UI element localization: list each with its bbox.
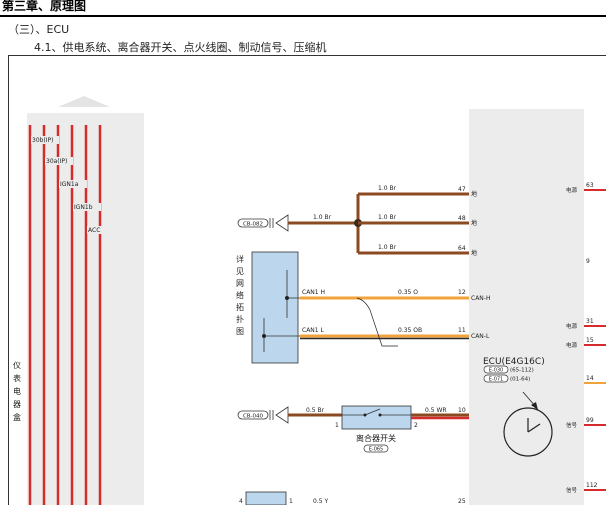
can-box-label-char: 拓 xyxy=(236,302,244,312)
left-panel-line-label: IGN1a xyxy=(60,181,79,188)
left-panel-line-label: 30a(IP) xyxy=(46,158,67,165)
ecu-name: ECU(E4G16C) xyxy=(483,357,545,367)
bottom-pin-right: 1 xyxy=(289,498,293,505)
clutch-pin-out: 10 xyxy=(458,407,466,414)
can-line-signal: CAN-H xyxy=(471,295,490,302)
ground-connector-label: CB-082 xyxy=(243,222,263,228)
ground-wire-pin: 47 xyxy=(458,186,466,193)
ground-wire-suffix: 地 xyxy=(471,190,477,198)
clutch-pin-left: 1 xyxy=(335,422,339,429)
left-panel-line-label: 30b(IP) xyxy=(32,137,54,144)
clutch-switch-box xyxy=(341,405,412,430)
ground-wire-spec: 1.0 Br xyxy=(378,214,397,221)
clutch-label: 离合器开关 xyxy=(356,433,396,443)
left-panel-title-char: 表 xyxy=(13,373,21,383)
can-box-label-char: 见 xyxy=(236,267,244,276)
ground-wires: 1.0 Br 47 地 1.0 Br 48 地 1.0 Br 64 地 xyxy=(358,185,477,257)
ecu-clock-icon xyxy=(503,407,553,457)
ground-wire-spec: 1.0 Br xyxy=(378,185,397,192)
clutch-connector-label: CB-040 xyxy=(243,414,264,420)
ecu-connector-range: (01-64) xyxy=(510,377,530,383)
right-edge-pin: 31 xyxy=(586,318,594,325)
can-box-label-char: 网 xyxy=(236,279,244,288)
ground-wire-spec: 1.0 Br xyxy=(378,244,397,251)
can-box xyxy=(251,251,299,364)
right-edge-tag: 信号 xyxy=(566,421,578,429)
right-edge-tag: 电源 xyxy=(566,341,578,349)
chapter-header: 第三章、原理图 xyxy=(0,0,606,17)
can-line-name: CAN1 H xyxy=(302,289,325,296)
panel-arrow-icon xyxy=(58,96,110,107)
bottom-box xyxy=(245,491,287,505)
ground-wire-in-spec: 1.0 Br xyxy=(313,214,332,221)
right-edge-pin: 15 xyxy=(586,337,594,344)
ground-wire-pin: 48 xyxy=(458,215,466,222)
ecu-connectors: E-030 (65-112) E-071 (01-64) xyxy=(483,365,534,383)
switch-icon xyxy=(364,408,381,416)
can-line-signal: CAN-L xyxy=(471,333,490,340)
clutch-in-spec: 0.5 Br xyxy=(306,407,325,414)
ecu-connector-id: E-071 xyxy=(489,377,504,383)
ground-wire-suffix: 地 xyxy=(471,219,477,227)
right-edge-tag: 信号 xyxy=(566,486,578,494)
ground-wire-pin: 64 xyxy=(458,245,466,252)
section-title: （三）、ECU xyxy=(8,23,70,36)
clutch-out-spec: 0.5 WR xyxy=(425,407,447,414)
bottom-pin: 25 xyxy=(458,498,466,505)
bottom-spec: 0.5 Y xyxy=(313,498,328,505)
right-edge-tag: 电源 xyxy=(566,186,578,194)
left-panel-title-char: 盒 xyxy=(13,412,21,422)
can-line-pin: 12 xyxy=(458,289,466,296)
ground-wire-suffix: 地 xyxy=(471,249,477,257)
can-line-spec: 0.35 O xyxy=(398,289,418,296)
left-panel-line-label: IGN1b xyxy=(74,204,93,211)
can-box-label-char: 详 xyxy=(236,254,244,264)
can-box-label-char: 图 xyxy=(236,327,244,336)
chapter-title: 第三章、原理图 xyxy=(2,0,87,13)
right-edge-pin: 14 xyxy=(586,375,594,382)
can-box-label-char: 络 xyxy=(236,290,244,300)
clutch-connector: CB-040 xyxy=(237,406,289,424)
bottom-pin-left: 4 xyxy=(239,498,243,505)
right-edge-signals: 电源 63 9 电源 31 电源 15 14 信号 99 信号 112 xyxy=(566,182,606,494)
right-edge-pin: 9 xyxy=(586,258,590,265)
right-edge-tag: 电源 xyxy=(566,322,578,330)
left-panel-title-char: 仪 xyxy=(13,361,21,370)
ecu-connector-range: (65-112) xyxy=(510,368,534,374)
section-subtitle: 4.1、供电系统、离合器开关、点火线圈、制动信号、压缩机 xyxy=(34,41,327,54)
right-edge-pin: 99 xyxy=(586,417,594,424)
ground-connector: CB-082 xyxy=(237,214,289,232)
right-edge-pin: 63 xyxy=(586,182,594,189)
ecu-block xyxy=(469,109,584,505)
left-panel-title-char: 电 xyxy=(13,386,21,396)
can-box-label-char: 扑 xyxy=(236,314,244,324)
left-panel-title-char: 器 xyxy=(13,400,21,409)
clutch-pin-right: 2 xyxy=(414,422,418,429)
can-line-spec: 0.35 OB xyxy=(398,327,422,334)
can-twist-marker xyxy=(356,297,398,347)
can-line-name: CAN1 L xyxy=(302,327,325,334)
can-line-pin: 11 xyxy=(458,327,466,334)
ecu-connector-id: E-030 xyxy=(489,368,504,374)
clutch-ref: E-065 xyxy=(369,447,384,453)
diagram-frame xyxy=(8,55,606,505)
right-edge-pin: 112 xyxy=(586,482,598,489)
left-panel-line-label: ACC xyxy=(88,227,100,234)
